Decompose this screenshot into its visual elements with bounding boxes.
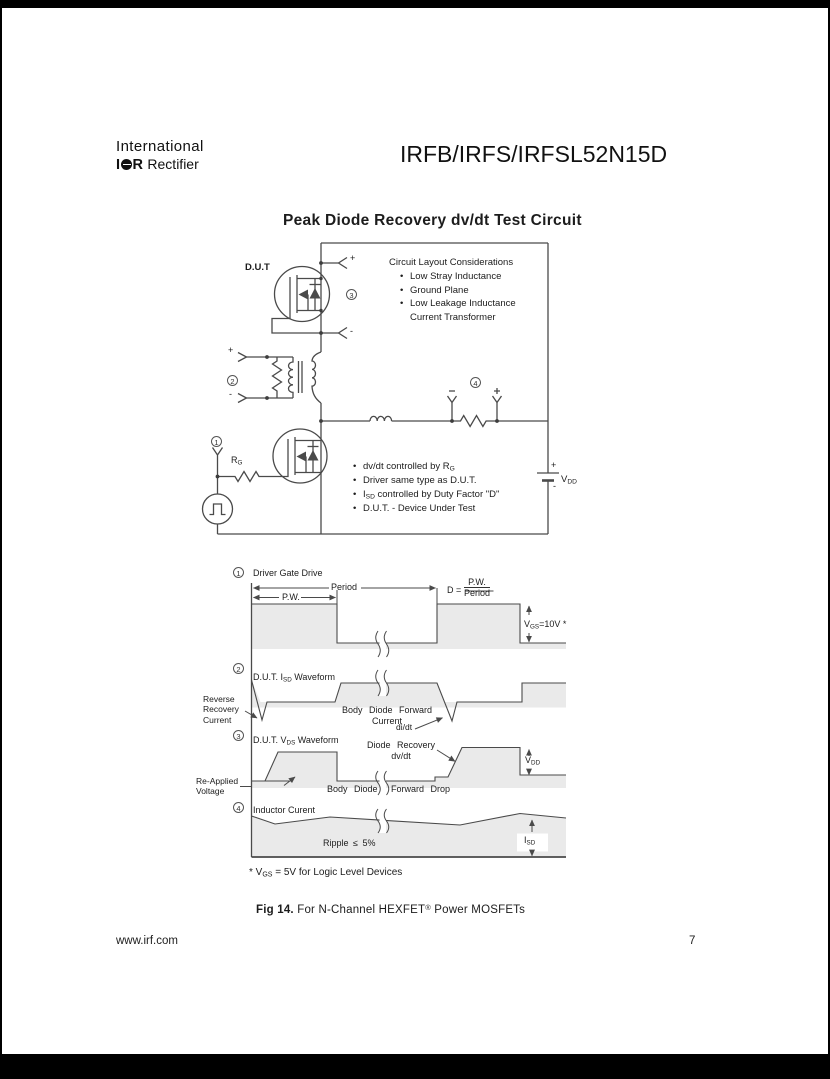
layout-item: •Low Leakage Inductance bbox=[400, 298, 516, 309]
circuit-note: •dv/dt controlled by RG bbox=[353, 460, 455, 473]
waveform-1-fill bbox=[251, 604, 566, 649]
marker-4: 4 bbox=[470, 377, 481, 388]
battery-minus: - bbox=[553, 481, 556, 491]
layout-item: •Ground Plane bbox=[400, 284, 469, 296]
dut-label: D.U.T bbox=[245, 262, 270, 273]
section-title: Peak Diode Recovery dv/dt Test Circuit bbox=[283, 212, 582, 229]
dut-mosfet-symbol bbox=[273, 265, 331, 323]
layout-item-continuation: Current Transformer bbox=[410, 311, 496, 323]
xfmr-minus-terminal: - bbox=[229, 389, 232, 399]
circuit-note: •Driver same type as D.U.T. bbox=[353, 474, 477, 486]
waveform-4-title: Inductor Curent bbox=[253, 805, 316, 815]
footnote: * VGS = 5V for Logic Level Devices bbox=[249, 867, 403, 879]
logo-rectifier: Rectifier bbox=[147, 156, 199, 172]
figure-caption: Fig 14. For N-Channel HEXFET® Power MOSF… bbox=[256, 903, 526, 916]
waveform-3-fill bbox=[251, 747, 566, 788]
battery-plus: + bbox=[551, 460, 557, 470]
waveform-4-fill bbox=[251, 813, 566, 857]
reverse-recovery-label: Reverse Recovery Current bbox=[203, 694, 239, 725]
part-number: IRFB/IRFS/IRFSL52N15D bbox=[400, 141, 668, 167]
pulse-generator-icon bbox=[201, 447, 234, 534]
isd-annotation: ISD bbox=[524, 835, 536, 847]
layout-considerations-title: Circuit Layout Considerations bbox=[389, 257, 514, 268]
body-diode-label: Body Diode bbox=[327, 784, 378, 794]
kelvin-minus-terminal: - bbox=[350, 326, 353, 336]
waveform-3-title: D.U.T. VDS Waveform bbox=[253, 735, 339, 747]
xfmr-plus-terminal: + bbox=[228, 345, 234, 355]
circuit-note: •ISD controlled by Duty Factor "D" bbox=[353, 488, 500, 501]
waveform-plots bbox=[240, 583, 567, 858]
logo-letter-i: I bbox=[116, 157, 121, 173]
rg-label: RG bbox=[231, 455, 243, 467]
ir-globe-icon bbox=[121, 159, 133, 170]
vdd-annotation: VDD bbox=[525, 755, 541, 767]
page-number: 7 bbox=[689, 935, 696, 947]
waveform-2-title: D.U.T. ISD Waveform bbox=[253, 672, 335, 684]
marker-2: 2 bbox=[227, 375, 238, 386]
marker-1: 1 bbox=[211, 436, 222, 447]
waveform-4-trace bbox=[251, 812, 567, 826]
marker-3: 3 bbox=[346, 289, 357, 300]
footer-url: www.irf.com bbox=[116, 935, 178, 947]
battery-symbol bbox=[537, 472, 559, 482]
circuit-note: •D.U.T. - Device Under Test bbox=[353, 502, 476, 514]
duty-factor-fraction: P.W.Period bbox=[464, 577, 491, 599]
waveform-2-marker: 2 bbox=[233, 663, 244, 674]
waveform-1-title: Driver Gate Drive bbox=[253, 568, 323, 578]
waveform-2-trace bbox=[250, 679, 566, 723]
waveform-4-marker: 4 bbox=[233, 802, 244, 813]
vgs-annotation: VGS=10V * bbox=[524, 619, 567, 631]
vdd-label: VDD bbox=[561, 474, 577, 486]
waveform-1-trace bbox=[251, 603, 566, 644]
period-label: Period bbox=[331, 582, 358, 592]
reapplied-voltage-label: Re-Applied Voltage bbox=[196, 776, 239, 797]
break-marks bbox=[375, 630, 390, 834]
didt-label: di/dt bbox=[396, 722, 413, 732]
driver-mosfet-symbol bbox=[217, 428, 328, 484]
logo-letter-r: R bbox=[132, 157, 144, 173]
transformer-symbol bbox=[237, 351, 322, 404]
kelvin-plus-terminal: + bbox=[350, 253, 356, 263]
circuit-wires bbox=[217, 242, 549, 535]
forward-drop-label: Forward Drop bbox=[391, 784, 451, 794]
junction-dots bbox=[215, 261, 499, 479]
waveform-3-trace bbox=[251, 746, 566, 782]
logo-international: International bbox=[116, 138, 204, 155]
duty-factor-lhs: D = bbox=[447, 585, 462, 595]
waveform-1-marker: 1 bbox=[233, 567, 244, 578]
pw-label: P.W. bbox=[282, 592, 300, 602]
dimension-arrows bbox=[240, 585, 548, 857]
layout-item: •Low Stray Inductance bbox=[400, 271, 502, 282]
waveform-3-marker: 3 bbox=[233, 730, 244, 741]
page-background bbox=[2, 8, 828, 1054]
ripple-label: Ripple ≤ 5% bbox=[323, 838, 376, 848]
